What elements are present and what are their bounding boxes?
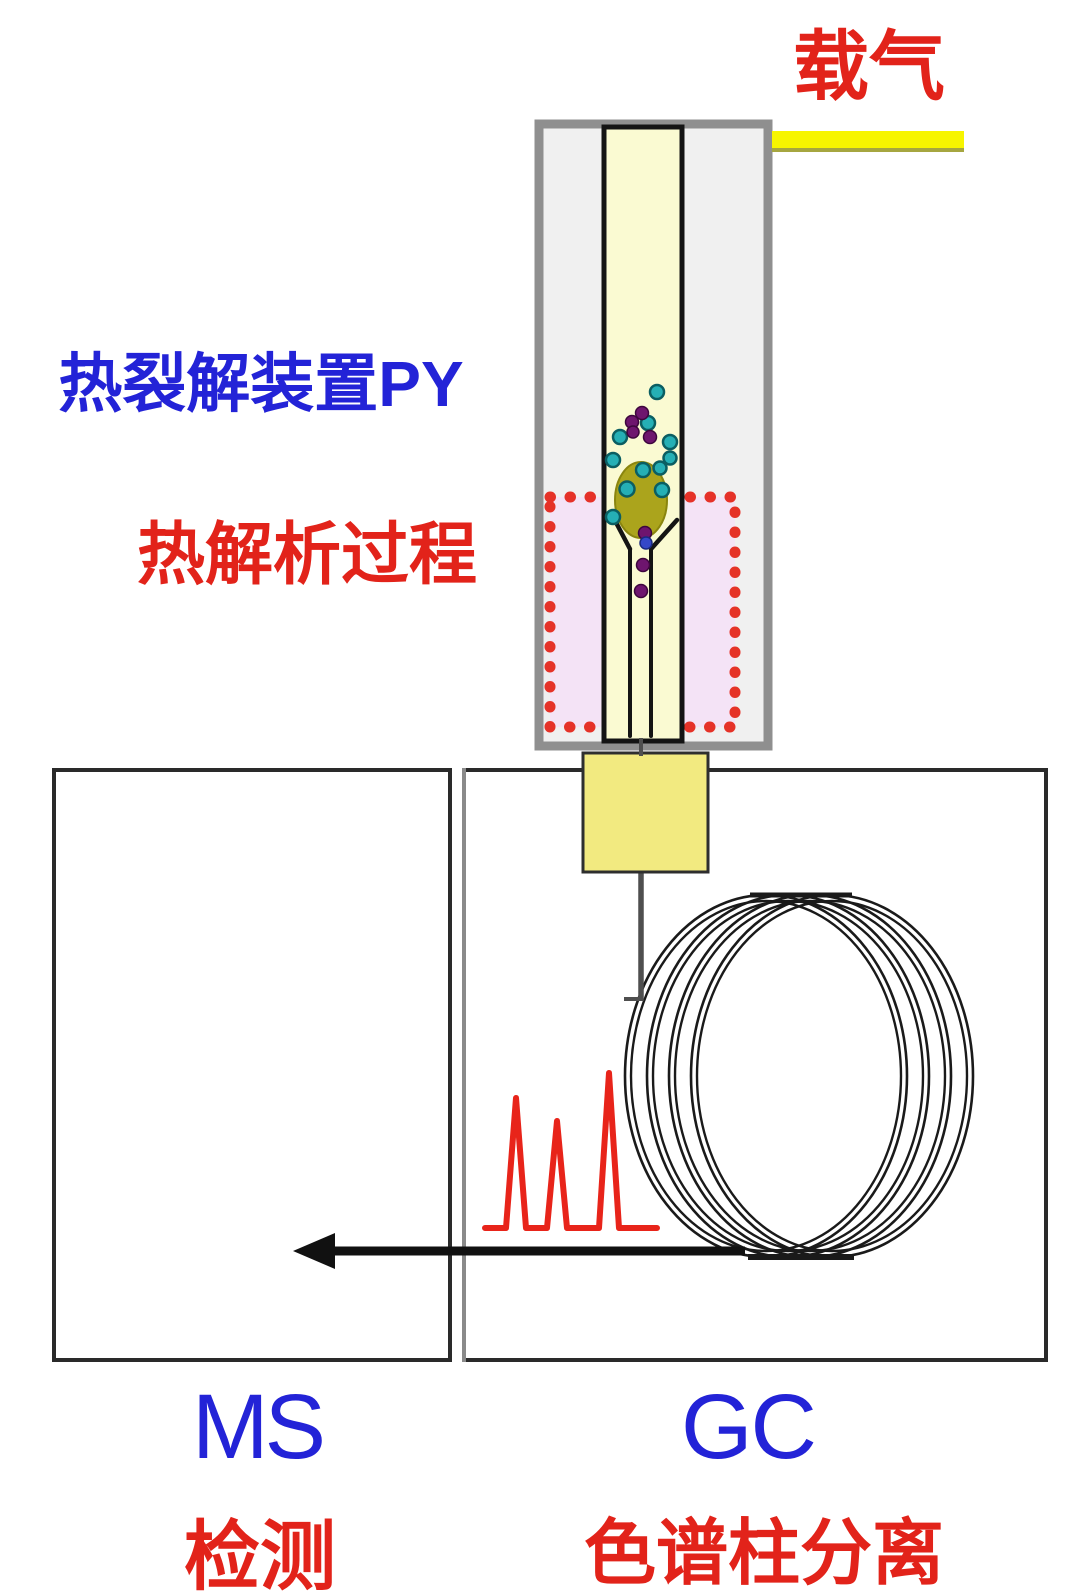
particle-dot xyxy=(634,405,650,421)
pyrolyzer-unit xyxy=(534,119,773,756)
particle-dot xyxy=(639,536,653,550)
desorption-zone-dotted-border xyxy=(544,491,741,733)
particle-dot xyxy=(642,429,658,445)
particle-dot xyxy=(626,425,640,439)
gc-box xyxy=(462,768,1048,1362)
particle-dot xyxy=(635,557,651,573)
tube-funnel-capillary xyxy=(608,510,680,738)
label-thermal-desorption: 热解析过程 xyxy=(137,517,477,593)
label-pyrolyzer-device: 热裂解装置PY xyxy=(58,348,463,420)
ms-box xyxy=(52,768,452,1362)
gc-capillary-line xyxy=(624,870,644,1001)
particle-dot xyxy=(652,460,668,476)
chromatogram-peaks-icon xyxy=(482,1070,660,1231)
carrier-gas-line-icon xyxy=(772,131,964,152)
particle-dot xyxy=(634,461,652,479)
label-ms-caption: 检测 xyxy=(184,1515,336,1595)
particle-dot xyxy=(618,480,636,498)
particle-dot xyxy=(648,383,666,401)
gc-inlet-block xyxy=(581,751,710,874)
particle-dot xyxy=(662,450,678,466)
particle-dot xyxy=(611,428,629,446)
label-carrier-gas: 载气 xyxy=(793,25,945,110)
particle-dot xyxy=(653,481,671,499)
label-gc-caption: 色谱柱分离 xyxy=(584,1514,944,1594)
transfer-arrow-icon xyxy=(293,1233,745,1269)
gc-column-coil-icon xyxy=(623,892,975,1260)
label-gc: GC xyxy=(681,1376,815,1478)
pyrolysis-particles xyxy=(604,383,679,599)
particle-dot xyxy=(633,583,649,599)
particle-dot xyxy=(661,433,679,451)
particle-dot xyxy=(604,451,622,469)
particle-dot xyxy=(604,508,622,526)
label-ms: MS xyxy=(192,1376,323,1478)
